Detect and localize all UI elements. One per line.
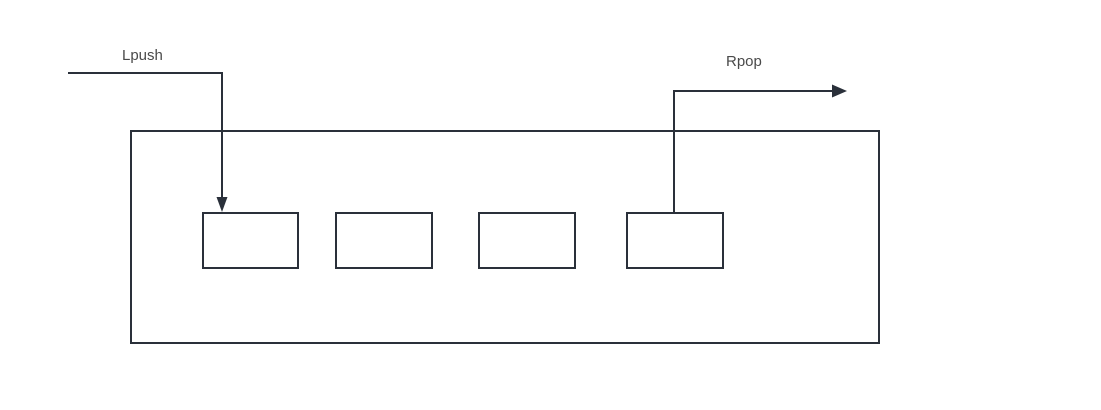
list-cell-1: [202, 212, 299, 269]
rpop-arrowhead-icon: [832, 84, 847, 98]
lpush-label: Lpush: [122, 47, 163, 64]
lpush-arrow-line: [68, 72, 223, 199]
rpop-label: Rpop: [726, 53, 762, 70]
list-cell-4: [626, 212, 724, 269]
list-cell-3: [478, 212, 576, 269]
list-cell-2: [335, 212, 433, 269]
lpush-arrowhead-icon: [216, 197, 228, 212]
rpop-arrow-line: [673, 90, 833, 213]
